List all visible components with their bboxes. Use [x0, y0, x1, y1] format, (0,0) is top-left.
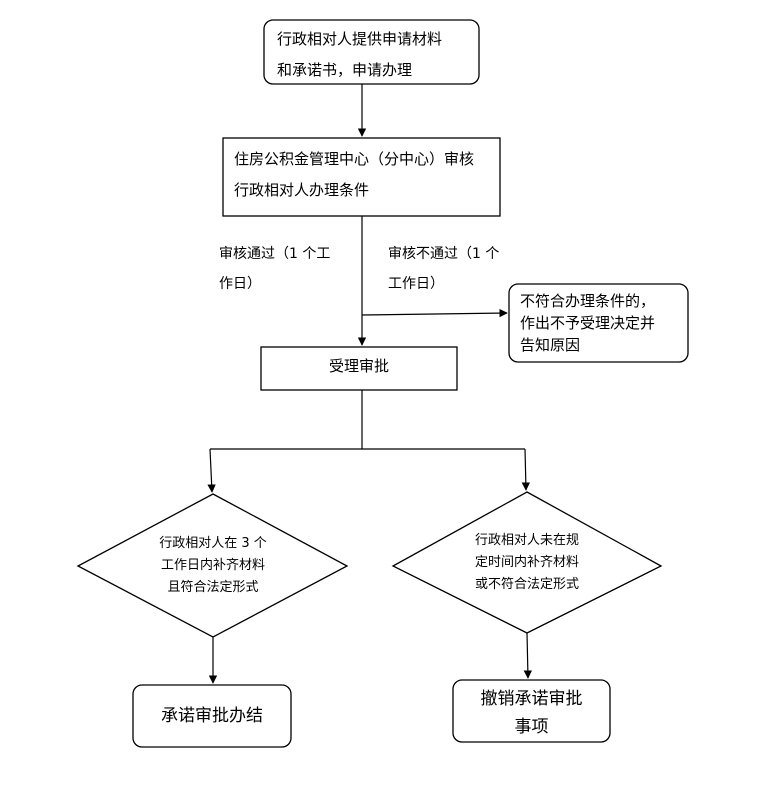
arrow-to-left-diamond — [207, 448, 216, 493]
accept-label: 受理审批 — [261, 351, 457, 382]
review-label-line-1: 住房公积金管理中心（分中心）审核 — [234, 150, 475, 168]
end-left-line-1: 承诺审批办结 — [161, 706, 263, 726]
arrow-to-right-diamond — [521, 448, 531, 491]
reject-label-line-2: 作出不予受理决定并 — [520, 314, 656, 332]
review-label-line-2: 行政相对人办理条件 — [234, 181, 370, 199]
arrow-to-reject — [361, 308, 508, 318]
condition-right-line-2: 定时间内补齐材料 — [474, 555, 579, 570]
condition-left-line-1: 行政相对人在 3 个 — [159, 536, 267, 551]
start-label-line-2: 和承诺书，申请办理 — [277, 61, 413, 79]
start-box — [263, 19, 480, 85]
reject-label-line-1: 不符合办理条件的， — [520, 292, 656, 310]
accept-box — [260, 346, 458, 391]
condition-right-line-3: 或不符合法定形式 — [474, 577, 579, 592]
start-label-line-1: 行政相对人提供申请材料 — [277, 30, 443, 48]
arrow-right-diamond-to-end — [523, 632, 533, 679]
end-left-box — [132, 684, 292, 748]
reject-box — [508, 283, 689, 363]
review-label: 住房公积金管理中心（分中心）审核 行政相对人办理条件 — [234, 144, 474, 206]
end-right-line-2: 事项 — [514, 717, 549, 737]
edge-pass-label: 审核通过（1 个工 作日） — [219, 239, 330, 299]
reject-label: 不符合办理条件的， 作出不予受理决定并 告知原因 — [520, 290, 655, 356]
accept-label-line-1: 受理审批 — [328, 357, 389, 375]
reject-label-line-3: 告知原因 — [520, 336, 581, 354]
condition-left-line-3: 且符合法定形式 — [167, 580, 259, 595]
edge-fail-line-1: 审核不通过（1 个 — [388, 246, 500, 262]
edge-fail-line-2: 工作日） — [388, 276, 444, 292]
start-label: 行政相对人提供申请材料 和承诺书，申请办理 — [277, 24, 442, 86]
end-left-label: 承诺审批办结 — [133, 702, 291, 730]
edge-fail-label: 审核不通过（1 个 工作日） — [388, 239, 499, 299]
condition-left-label: 行政相对人在 3 个 工作日内补齐材料 且符合法定形式 — [133, 533, 293, 599]
condition-left-line-2: 工作日内补齐材料 — [160, 558, 265, 573]
condition-right-label: 行政相对人未在规 定时间内补齐材料 或不符合法定形式 — [447, 530, 607, 596]
edge-pass-line-2: 作日） — [219, 276, 261, 292]
condition-right-line-1: 行政相对人未在规 — [474, 533, 579, 548]
edge-pass-line-1: 审核通过（1 个工 — [219, 246, 331, 262]
end-right-label: 撤销承诺审批 事项 — [453, 685, 610, 741]
review-box — [222, 137, 501, 217]
end-right-box — [452, 679, 611, 743]
end-right-line-1: 撤销承诺审批 — [480, 689, 583, 709]
